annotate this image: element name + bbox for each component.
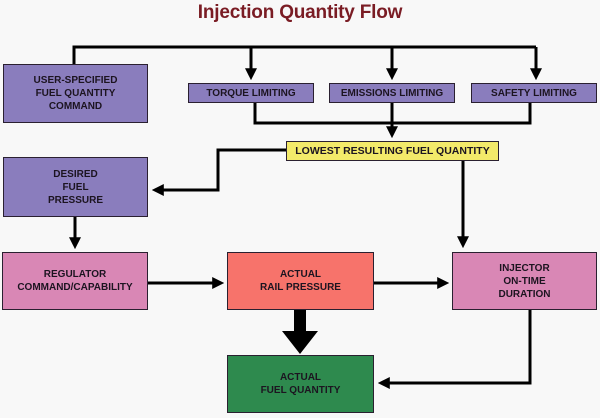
node-injector-on-time: INJECTOR ON-TIME DURATION — [452, 252, 597, 310]
node-label: EMISSIONS LIMITING — [340, 87, 444, 99]
node-emissions-limiting: EMISSIONS LIMITING — [329, 83, 455, 103]
node-user-specified-command: USER-SPECIFIED FUEL QUANTITY COMMAND — [3, 64, 148, 123]
node-label: INJECTOR ON-TIME DURATION — [498, 262, 551, 300]
edge-rail-to-fuel-bold — [282, 310, 318, 354]
node-label: SAFETY LIMITING — [491, 87, 577, 99]
node-actual-fuel-quantity: ACTUAL FUEL QUANTITY — [227, 355, 374, 413]
node-safety-limiting: SAFETY LIMITING — [471, 83, 597, 103]
node-actual-rail-pressure: ACTUAL RAIL PRESSURE — [227, 252, 374, 310]
node-label: DESIRED FUEL PRESSURE — [47, 168, 103, 206]
node-torque-limiting: TORQUE LIMITING — [188, 83, 314, 103]
node-label: LOWEST RESULTING FUEL QUANTITY — [295, 144, 490, 157]
node-lowest-resulting-fuel-quantity: LOWEST RESULTING FUEL QUANTITY — [286, 141, 499, 161]
edge-user-to-bus — [72, 45, 536, 64]
node-label: REGULATOR COMMAND/CAPABILITY — [17, 269, 133, 293]
edge-lowest-to-desired — [151, 148, 286, 196]
node-desired-fuel-pressure: DESIRED FUEL PRESSURE — [3, 157, 148, 217]
edge-injector-to-fuel — [377, 310, 532, 389]
node-label: ACTUAL RAIL PRESSURE — [260, 269, 341, 293]
node-regulator-command: REGULATOR COMMAND/CAPABILITY — [2, 252, 148, 310]
node-label: ACTUAL FUEL QUANTITY — [260, 372, 341, 396]
diagram-title: Injection Quantity Flow — [197, 2, 403, 23]
node-label: TORQUE LIMITING — [206, 87, 296, 99]
node-label: USER-SPECIFIED FUEL QUANTITY COMMAND — [33, 75, 118, 112]
